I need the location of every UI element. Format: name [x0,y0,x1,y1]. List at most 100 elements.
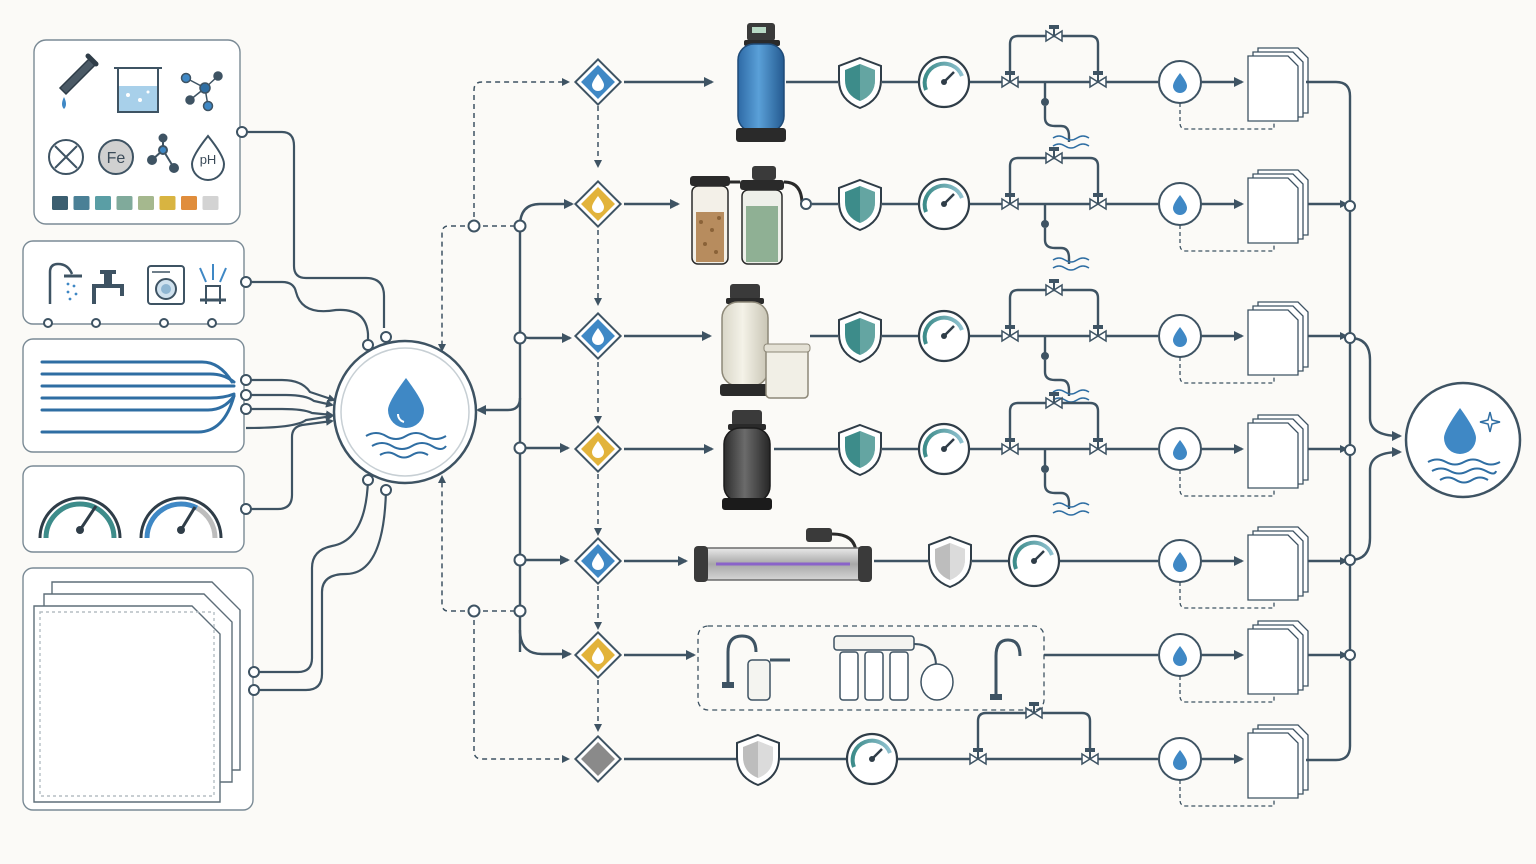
water-drop-icon [1173,552,1187,572]
treatment-rows [573,25,1348,807]
sprinkler-icon [199,264,227,304]
treatment-row [573,279,1348,403]
valve-icon [1045,147,1063,165]
collector-lines [1306,80,1402,762]
softener-tank-icon [736,23,786,142]
documents-panel [22,567,254,811]
gauge-icon [917,177,971,231]
source-connectors [242,130,388,692]
teal-shield-icon [838,56,882,110]
document-stack-icon [1247,620,1309,695]
document-stack-icon [1247,414,1309,489]
pipe-lines-icon [40,360,236,434]
quality-check-node [1158,60,1202,104]
dropper-icon [58,53,99,109]
flow-gauge-icon [139,496,223,539]
gold-stage-node [573,630,623,680]
pipes-panel [22,338,245,453]
gauges-panel [22,465,245,553]
gauge-icon [1007,534,1061,588]
swatch [159,196,176,210]
gray-shield-icon [928,535,972,589]
hub-trunk [476,199,574,659]
fixtures-panel [22,240,245,325]
gray-shield-icon [736,733,780,787]
molecule-icon [180,71,223,112]
swatch [138,196,154,210]
source-connector-dots [43,126,392,696]
document-stack-icon [1247,526,1309,601]
dashed-bypass-lines [438,78,602,763]
chemistry-bond-icon [147,133,179,173]
water-drop-icon [592,328,604,345]
swatch [95,196,111,210]
washer-icon [147,265,185,305]
swatch [202,196,219,210]
ro-faucet-icon [990,638,1022,700]
water-drop-icon [1173,750,1187,770]
faucet-icon [92,270,124,304]
water-drop-icon [592,647,604,664]
quality-check-node [1158,182,1202,226]
no-bacteria-icon [48,139,84,175]
quality-check-node [1158,427,1202,471]
water-drop-icon [1173,440,1187,460]
quality-check-node [1158,737,1202,781]
drain-water-icon [1052,502,1090,516]
gauge-icon [917,422,971,476]
gauge-icon [845,732,899,786]
document-stack-icon [33,581,241,803]
water-drop-icon [592,196,604,213]
swatch [52,196,68,210]
gold-stage-node [573,424,623,474]
collector-dots [1344,200,1356,661]
teal-shield-icon [838,178,882,232]
drain-valve-icon [1041,98,1049,106]
point-of-use-ro-system-icon [697,625,1045,711]
teal-shield-icon [838,423,882,477]
twin-cartridge-filter-icon [690,166,812,265]
gauge-icon [917,55,971,109]
iron-chip: Fe [98,139,134,175]
drain-water-icon [1052,257,1090,271]
valve-icon [1045,279,1063,297]
beaker-icon [114,67,162,113]
carbon-filter-tank-icon [722,410,772,510]
document-stack-icon [1247,47,1309,122]
ph-label: pH [200,152,217,167]
document-stack-icon [1247,169,1309,244]
ph-drop-chip: pH [190,134,226,181]
blue-stage-node [573,57,623,107]
water-drop-icon [592,441,604,458]
treatment-row [573,702,1309,807]
water-hub [332,339,478,485]
water-drop-icon [1173,73,1187,93]
softener-with-brine-tank-icon [720,284,811,399]
quality-check-node [1158,633,1202,677]
clean-water-output [1404,381,1522,499]
gray-stage-node [573,734,623,784]
water-drop-icon [365,378,447,459]
document-stack-icon [1247,301,1309,376]
treatment-row [573,620,1348,703]
ro-filter-array-icon [833,635,954,701]
valve-icon [1045,25,1063,43]
gold-stage-node [573,179,623,229]
blue-stage-node [573,311,623,361]
water-drop-icon [1173,195,1187,215]
valve-icon [1045,392,1063,410]
treatment-row [573,25,1309,149]
drain-valve-icon [1041,465,1049,473]
quality-check-node [1158,314,1202,358]
water-drop-icon [1173,646,1187,666]
swatch [73,196,90,210]
gauge-icon [917,309,971,363]
treatment-row [573,526,1348,609]
teal-shield-icon [838,310,882,364]
document-stack-icon [1247,724,1309,799]
treatment-row [573,147,1348,271]
treatment-row [573,392,1348,516]
quality-check-node [1158,539,1202,583]
water-drop-icon [1173,327,1187,347]
